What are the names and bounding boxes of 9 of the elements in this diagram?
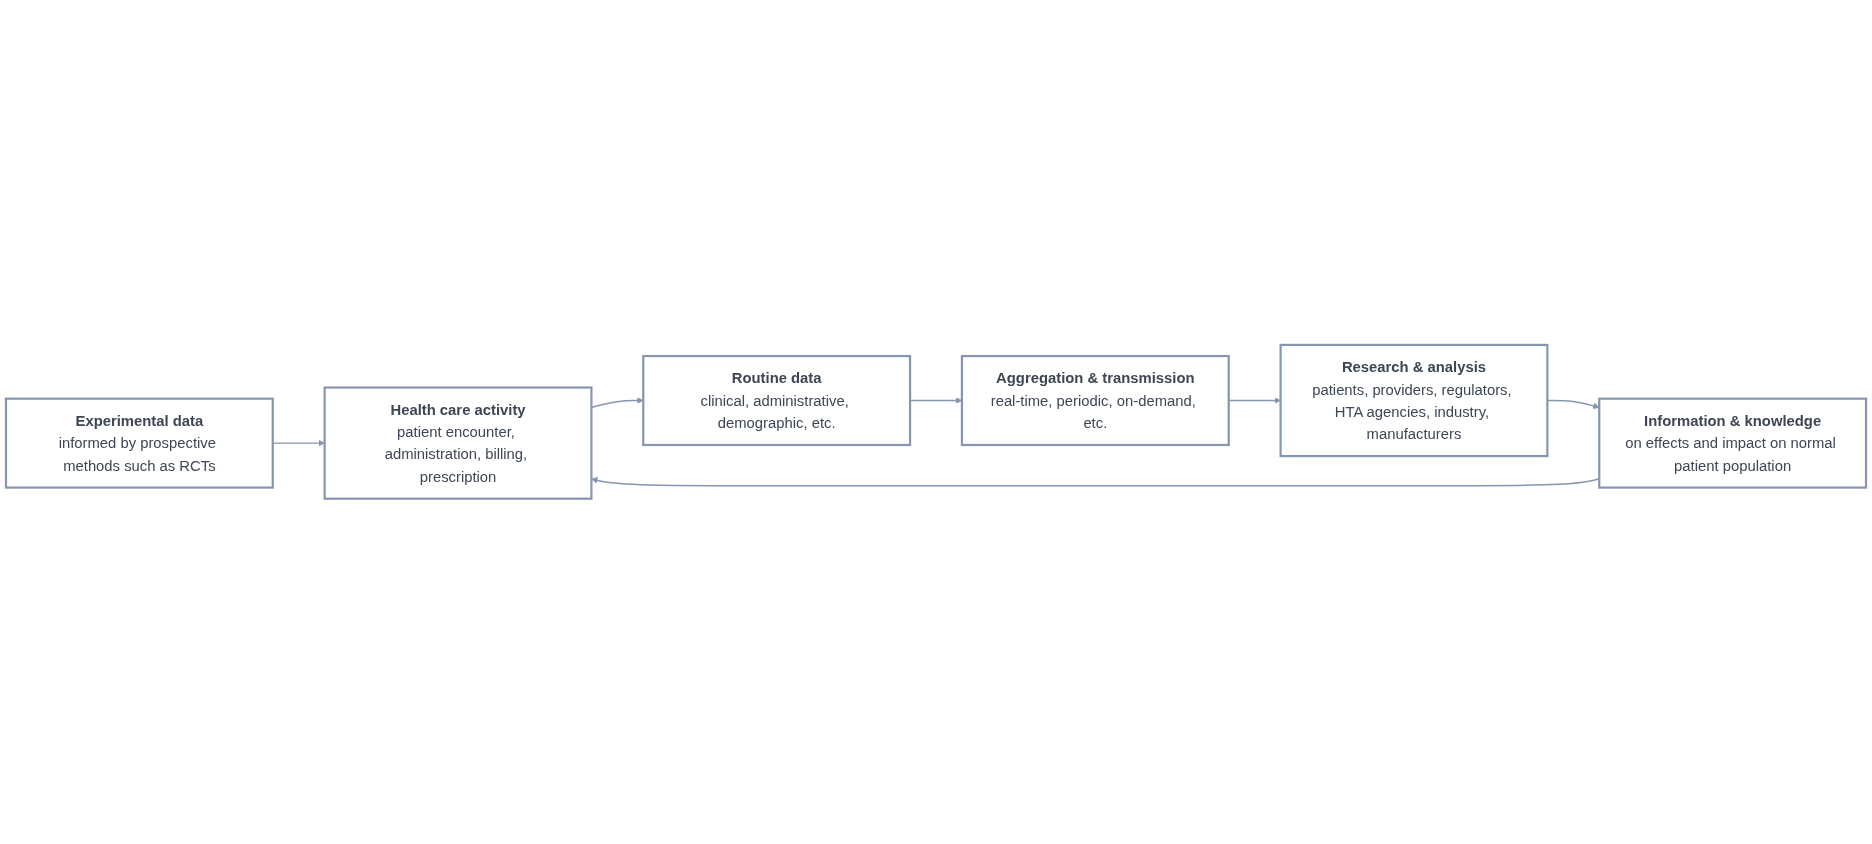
node-box: Routine data clinical, administrative, demographic, etc. [642,355,912,447]
node-box: Health care activity patient encounter, administration, billing, prescription [323,386,593,500]
node-box: Information & knowledge on effects and impact on normal patient population [1598,397,1868,489]
arrow [1228,397,1281,404]
node-box: Research & analysis patients, providers, regulators, HTA agencies, industry, manufacturers [1279,344,1549,458]
node-box: Experimental data informed by prospective methods such as RCTs [4,397,274,489]
node-box: Aggregation & transmission real-time, periodic, on-demand, etc. [960,355,1230,447]
arrow [591,477,1600,487]
arrow [272,440,325,447]
